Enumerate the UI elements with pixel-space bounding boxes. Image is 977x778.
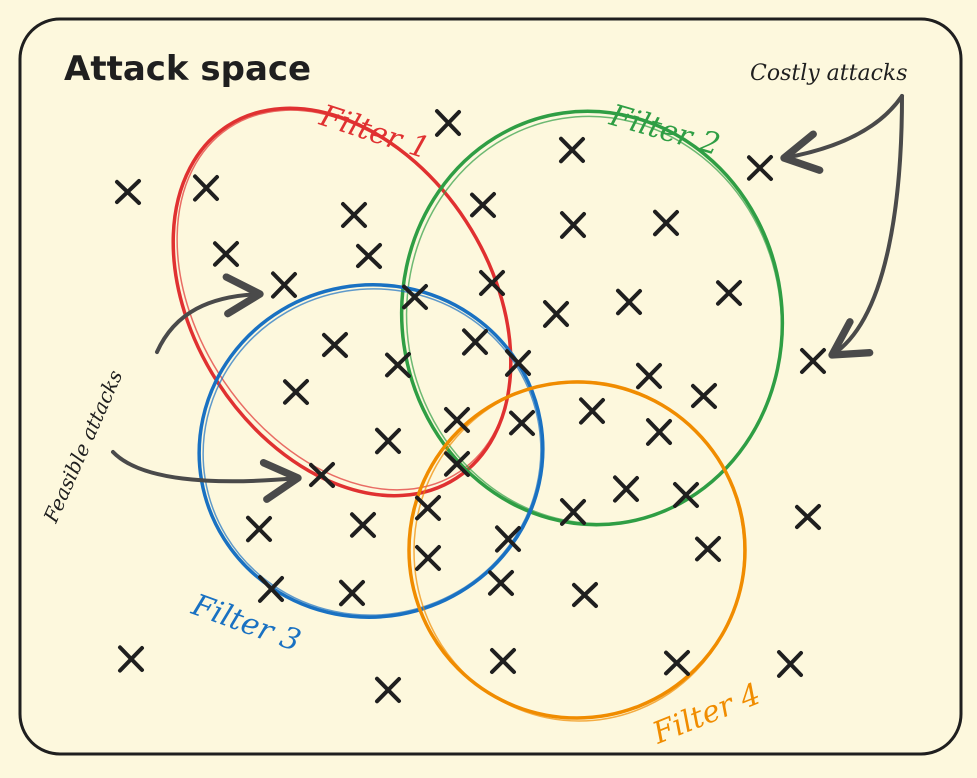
costly-arrows bbox=[780, 94, 904, 359]
feasible-arrow-lower bbox=[111, 450, 302, 503]
attack-marker bbox=[309, 462, 335, 488]
attack-marker bbox=[246, 515, 272, 543]
attack-marker bbox=[560, 498, 586, 526]
attack-marker bbox=[488, 570, 514, 596]
attack-marker bbox=[402, 284, 428, 310]
attack-marker bbox=[350, 512, 376, 538]
feasible-arrow-upper bbox=[155, 273, 264, 354]
attack-marker bbox=[375, 427, 401, 455]
attack-markers bbox=[115, 109, 826, 704]
attack-marker bbox=[213, 241, 239, 267]
attack-marker bbox=[543, 300, 569, 328]
attack-marker bbox=[559, 136, 585, 164]
attack-marker bbox=[495, 525, 521, 553]
diagram-title: Attack space bbox=[64, 49, 311, 89]
attack-marker bbox=[691, 383, 717, 409]
attack-marker bbox=[283, 379, 309, 405]
attack-marker bbox=[616, 288, 642, 316]
attack-marker bbox=[385, 352, 411, 378]
attack-marker bbox=[118, 645, 144, 673]
attack-marker bbox=[572, 582, 598, 608]
attack-marker bbox=[479, 270, 505, 296]
attack-marker bbox=[375, 676, 401, 704]
attack-marker bbox=[341, 202, 367, 228]
attack-marker bbox=[795, 504, 821, 530]
attack-marker bbox=[444, 407, 470, 433]
filter-1-region bbox=[171, 106, 513, 498]
attack-marker bbox=[613, 475, 639, 503]
attack-marker bbox=[646, 418, 672, 446]
attack-marker bbox=[653, 209, 679, 237]
attack-marker bbox=[490, 648, 516, 674]
attack-marker bbox=[444, 451, 470, 477]
attack-marker bbox=[716, 280, 742, 306]
attack-marker bbox=[579, 397, 605, 425]
filter-2-region bbox=[399, 109, 785, 527]
attack-marker bbox=[435, 109, 461, 137]
costly-arrow-lower bbox=[828, 94, 904, 359]
attack-marker bbox=[505, 349, 531, 377]
attack-marker bbox=[800, 348, 826, 374]
attack-marker bbox=[673, 482, 699, 508]
filter-4-region bbox=[407, 380, 747, 722]
attack-marker bbox=[664, 650, 690, 676]
attack-marker bbox=[462, 328, 488, 356]
costly-arrow-upper bbox=[780, 94, 904, 174]
costly-attacks-label: Costly attacks bbox=[750, 61, 908, 86]
attack-marker bbox=[339, 579, 365, 607]
attack-marker bbox=[470, 192, 496, 218]
feasible-arrows bbox=[111, 273, 302, 503]
attack-marker bbox=[415, 495, 441, 521]
attack-space-frame bbox=[18, 17, 963, 756]
attack-marker bbox=[777, 650, 803, 678]
attack-marker bbox=[356, 243, 382, 269]
attack-marker bbox=[636, 362, 662, 390]
attack-marker bbox=[560, 211, 586, 239]
attack-marker bbox=[322, 332, 348, 358]
attack-marker bbox=[415, 545, 441, 571]
attack-marker bbox=[747, 155, 773, 181]
attack-marker bbox=[193, 174, 219, 202]
attack-marker bbox=[115, 179, 141, 205]
attack-marker bbox=[509, 410, 535, 436]
attack-marker bbox=[695, 536, 721, 562]
attack-marker bbox=[258, 575, 284, 603]
attack-marker bbox=[271, 271, 297, 299]
